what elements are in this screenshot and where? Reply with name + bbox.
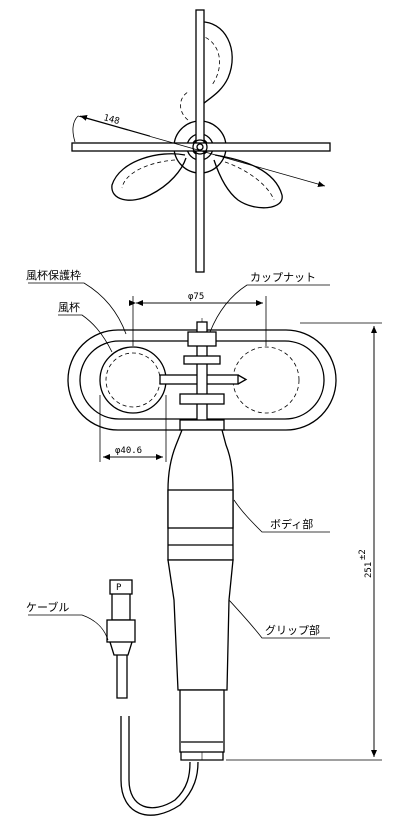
length-tolerance: ±2 — [358, 549, 368, 560]
body-label-plate — [167, 489, 234, 529]
cup-right — [213, 154, 283, 209]
cap-nut — [187, 331, 217, 347]
grip-end — [179, 689, 225, 753]
cup-right-inner — [224, 161, 275, 201]
cup-left — [111, 153, 187, 201]
label-cable: ケーブル — [26, 600, 69, 614]
top-view: 148 — [71, 9, 331, 273]
cup-left-dash — [105, 352, 161, 408]
cable-connector: P — [106, 579, 136, 699]
leader-cable — [28, 614, 109, 641]
span-dimension-line — [77, 115, 326, 187]
cup-top — [198, 21, 233, 109]
leader-cup — [58, 314, 113, 353]
cup-top-inner — [198, 34, 220, 86]
label-cup: 風杯 — [58, 300, 80, 314]
cup-left-inner — [121, 159, 176, 189]
cup-back — [180, 91, 189, 121]
cable — [120, 716, 199, 816]
grip-end-round — [180, 752, 224, 761]
leader-cap-nut — [209, 284, 330, 333]
grip-shell — [167, 559, 234, 691]
hub-overlay — [192, 139, 208, 155]
neck — [179, 419, 225, 431]
span-dimension-label: 148 — [102, 113, 120, 127]
label-cup-guard: 風杯保護枠 — [26, 268, 81, 282]
cable-inner — [128, 716, 191, 809]
label-body: ボディ部 — [270, 517, 313, 531]
cup-arm-tip — [237, 374, 248, 385]
leader-body — [233, 499, 330, 533]
collar-2 — [179, 393, 225, 405]
phi75-label: φ75 — [188, 292, 204, 302]
phi406-label: φ40.6 — [115, 446, 142, 456]
cup-left-circle — [99, 346, 167, 414]
leader-grip — [228, 599, 330, 639]
span-dimension-arrow-start — [79, 115, 151, 137]
leader-cup-guard — [28, 282, 127, 335]
side-view: P φ75 φ40.6 251 ±2 風杯保護枠 風杯 — [26, 268, 382, 816]
cup-right-circle — [232, 346, 300, 414]
collar — [183, 355, 221, 365]
span-extension-arc — [72, 115, 79, 143]
svg-text:P: P — [116, 583, 122, 593]
length-label: 251 — [364, 562, 374, 578]
hub-dot — [196, 143, 204, 151]
label-cap-nut: カップナット — [250, 271, 316, 284]
label-grip: グリップ部 — [265, 623, 320, 637]
